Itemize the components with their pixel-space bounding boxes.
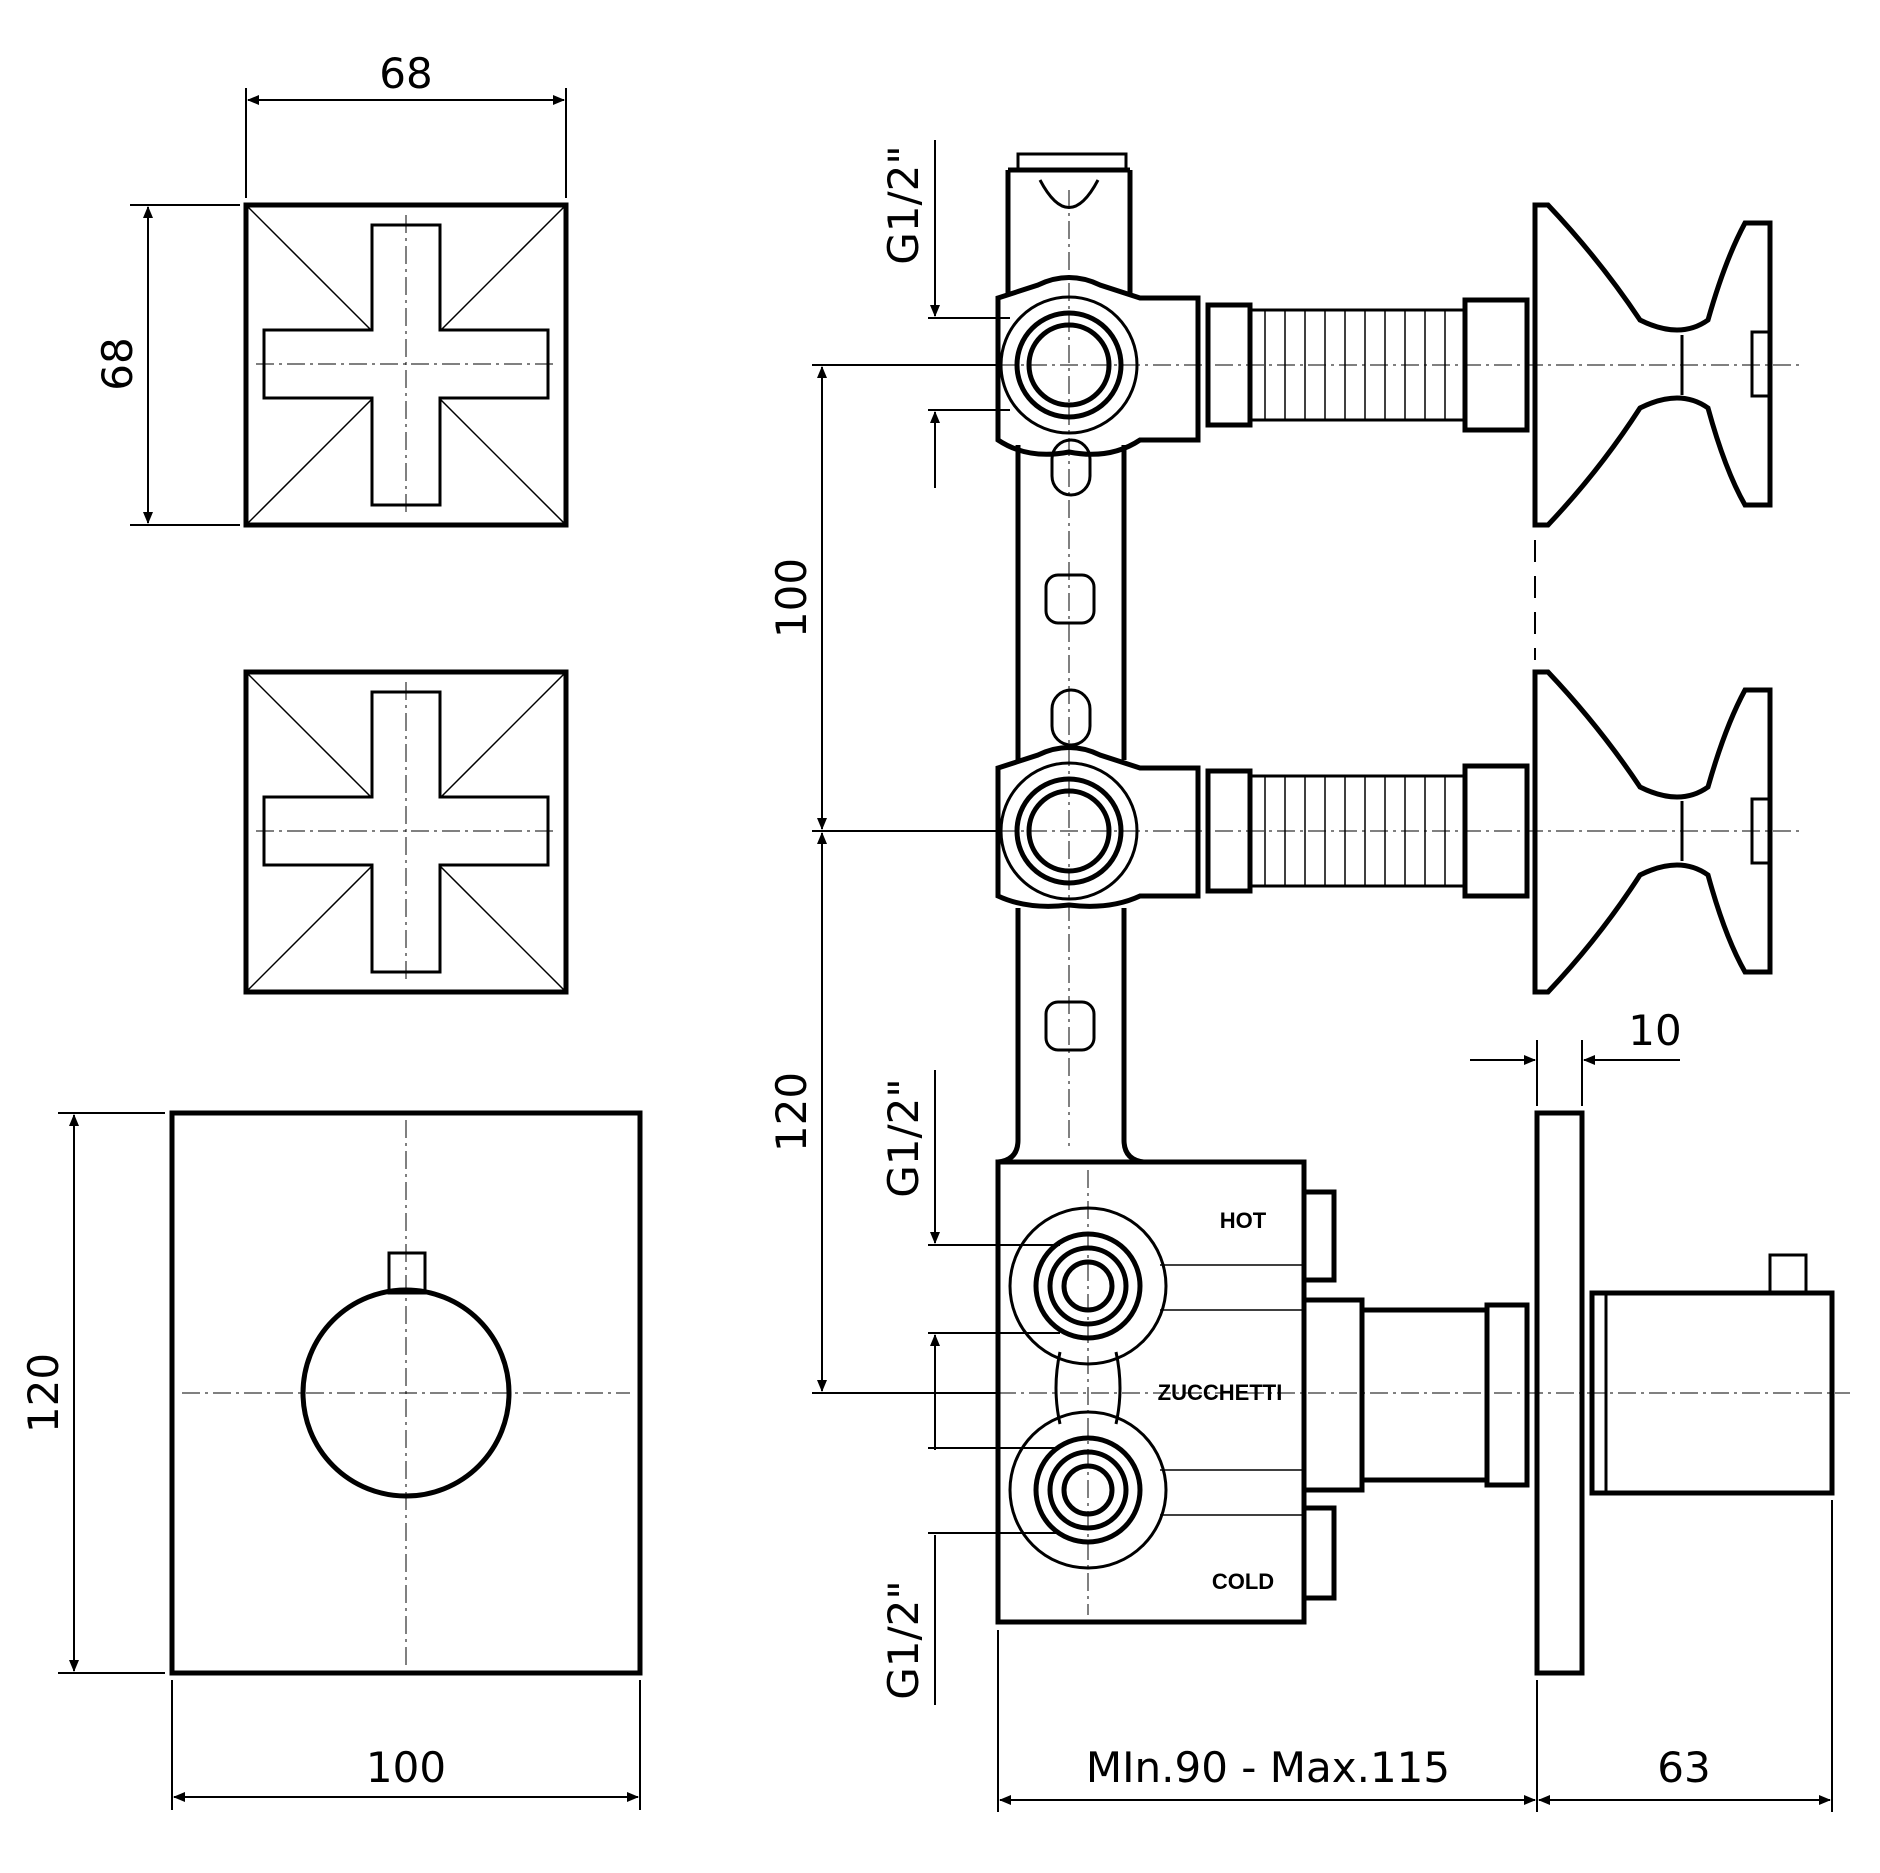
dim-label-120-plate: 120 xyxy=(19,1353,68,1433)
thread-label-top: G1/2" xyxy=(879,145,928,264)
dim-label-68-width: 68 xyxy=(379,49,432,98)
dimension-depth: MIn.90 - Max.115 63 xyxy=(997,1500,1833,1812)
thread-label-middle: G1/2" xyxy=(879,1078,928,1197)
dimension-plate-width: 100 xyxy=(171,1680,641,1810)
hot-label: HOT xyxy=(1220,1208,1267,1233)
dim-label-depth-range: MIn.90 - Max.115 xyxy=(1086,1743,1450,1792)
thermostat-plate-front xyxy=(169,1110,643,1676)
dim-label-100-spacing: 100 xyxy=(767,558,816,638)
dimension-handle-width: 68 xyxy=(245,49,567,198)
thread-callouts: G1/2" G1/2" G1/2" xyxy=(879,140,1060,1705)
dimension-handle-height: 68 xyxy=(93,204,240,526)
dimension-wall-offset: 10 xyxy=(1470,1006,1682,1106)
dim-label-10: 10 xyxy=(1628,1006,1681,1055)
dimension-spacing: 100 120 xyxy=(767,364,1000,1394)
dimension-plate-height: 120 xyxy=(19,1112,165,1674)
valve-body-side-view xyxy=(995,152,1850,1676)
handle-front-view-top xyxy=(243,202,569,528)
brand-label: ZUCCHETTI xyxy=(1158,1380,1283,1405)
dim-label-100-plate: 100 xyxy=(366,1743,446,1792)
dim-label-68-height: 68 xyxy=(93,337,142,390)
cold-label: COLD xyxy=(1212,1569,1274,1594)
dim-label-120-spacing: 120 xyxy=(767,1072,816,1152)
thread-label-bottom: G1/2" xyxy=(879,1580,928,1699)
handle-front-view-bottom xyxy=(243,669,569,995)
dim-label-63: 63 xyxy=(1657,1743,1710,1792)
